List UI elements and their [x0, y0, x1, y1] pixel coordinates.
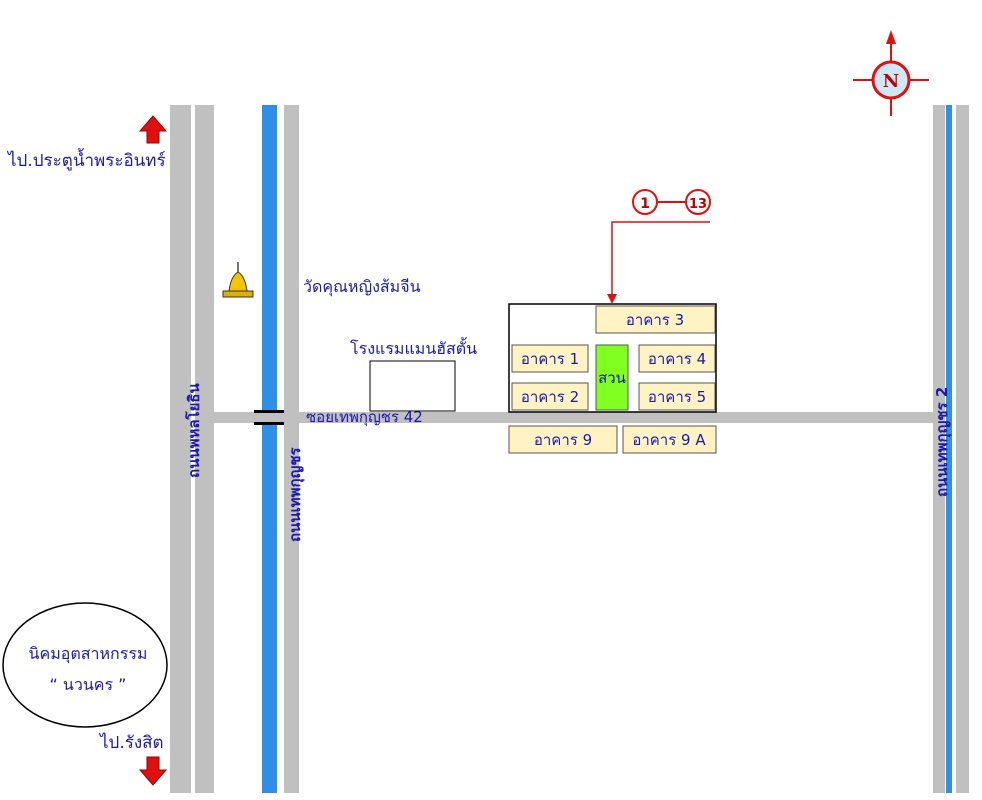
label-road-left: ถนนพหลโยธิน [184, 382, 203, 478]
north-arrow-icon [138, 115, 168, 144]
svg-text:อาคาร 9: อาคาร 9 [534, 431, 592, 449]
building-9a: อาคาร 9 A [622, 425, 717, 454]
compass-label: N [883, 71, 899, 92]
soi-road [214, 412, 942, 423]
road-left-lane-b [195, 105, 214, 793]
road-mid [284, 105, 299, 793]
bridge-icon [254, 410, 284, 425]
label-road-right: ถนนเทพกุญชร 2 [933, 387, 952, 497]
svg-text:อาคาร 2: อาคาร 2 [521, 388, 579, 406]
svg-text:อาคาร 4: อาคาร 4 [648, 350, 706, 368]
building-2: อาคาร 2 [511, 382, 589, 411]
svg-text:อาคาร 3: อาคาร 3 [626, 311, 684, 329]
south-arrow-icon [138, 756, 168, 786]
label-temple: วัดคุณหญิงส้มจีน [303, 277, 421, 297]
canal [262, 105, 277, 793]
svg-text:สวน: สวน [598, 369, 626, 387]
compass-icon: N [853, 30, 929, 116]
label-to-north: ไป.ประตูน้ำพระอินทร์ [6, 148, 166, 171]
label-hotel: โรงแรมแมนฮัสตั้น [350, 337, 477, 358]
building-4: อาคาร 4 [638, 344, 716, 373]
industrial-estate: นิคมอุตสาหกรรม “ นวนคร ” [2, 602, 168, 728]
svg-text:13: 13 [689, 197, 707, 212]
svg-text:อาคาร 1: อาคาร 1 [521, 350, 579, 368]
label-soi: ซอยเทพกุญชร 42 [306, 408, 423, 427]
building-5: อาคาร 5 [638, 382, 716, 411]
svg-text:“ นวนคร ”: “ นวนคร ” [50, 675, 127, 694]
svg-text:1: 1 [640, 196, 650, 212]
label-to-south: ไป.รังสิต [98, 732, 164, 753]
road-right-lane-a [933, 105, 945, 793]
temple-icon [222, 262, 254, 298]
building-9: อาคาร 9 [508, 425, 618, 454]
label-road-mid: ถนนเทพกุญชร [286, 446, 305, 542]
road-right-lane-b [956, 105, 969, 793]
road-right-canal [946, 105, 952, 793]
road-left-lane-a [170, 105, 191, 793]
garden: สวน [595, 344, 629, 411]
building-1: อาคาร 1 [511, 344, 589, 373]
hotel-building [369, 360, 456, 412]
building-3: อาคาร 3 [595, 305, 716, 334]
svg-text:อาคาร 9 A: อาคาร 9 A [632, 431, 706, 449]
svg-text:อาคาร 5: อาคาร 5 [648, 388, 706, 406]
range-marker: 1 13 [607, 189, 711, 304]
svg-text:นิคมอุตสาหกรรม: นิคมอุตสาหกรรม [29, 644, 148, 664]
